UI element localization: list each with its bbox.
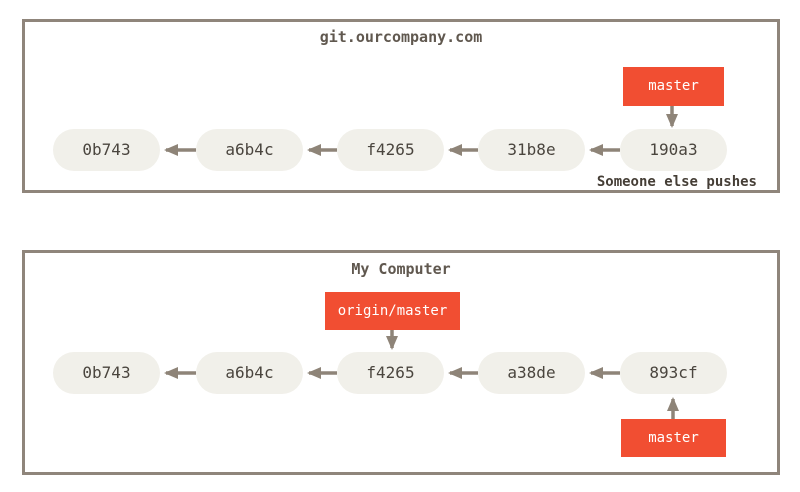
someone-else-pushes-annotation: Someone else pushes: [596, 174, 757, 190]
commit-node: 0b743: [53, 352, 160, 394]
remote-server-title: git.ourcompany.com: [319, 28, 483, 46]
commit-node: 0b743: [53, 129, 160, 171]
commit-node: a6b4c: [196, 129, 303, 171]
commit-node: a6b4c: [196, 352, 303, 394]
commit-node: 190a3: [620, 129, 727, 171]
commit-node: 31b8e: [478, 129, 585, 171]
branch-label-master-local: master: [621, 419, 726, 457]
panel-my-computer: My Computer: [22, 250, 780, 475]
branch-label-master-remote: master: [623, 67, 724, 106]
commit-node: f4265: [337, 352, 444, 394]
branch-label-origin-master: origin/master: [325, 292, 460, 330]
my-computer-title: My Computer: [351, 260, 451, 278]
commit-node: f4265: [337, 129, 444, 171]
commit-node: a38de: [478, 352, 585, 394]
commit-node: 893cf: [620, 352, 727, 394]
panel-remote-server: git.ourcompany.com: [22, 19, 780, 193]
